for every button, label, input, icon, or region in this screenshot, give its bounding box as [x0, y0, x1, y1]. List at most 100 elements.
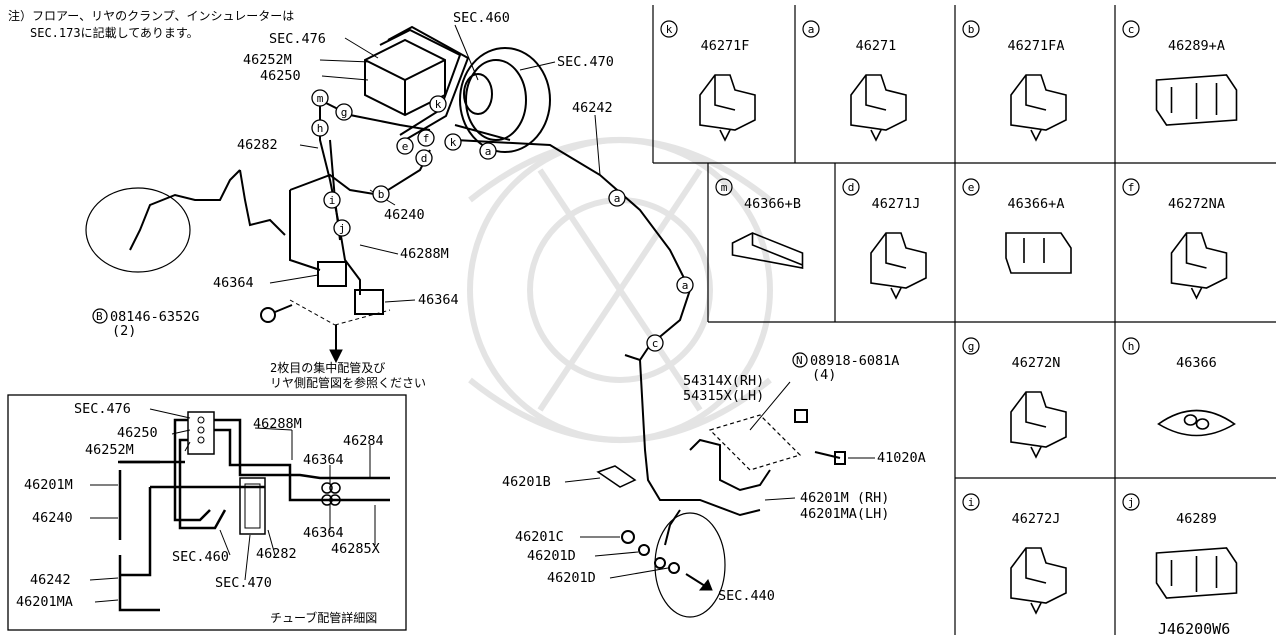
- inset-label-46285x: 46285X: [331, 541, 380, 557]
- part-letter: m: [721, 181, 728, 194]
- callout-d: d: [415, 149, 433, 167]
- arrow-down-icon: [329, 325, 343, 364]
- inset-label-46284: 46284: [343, 433, 384, 449]
- label-46201d-1: 46201D: [527, 548, 576, 564]
- nut-mark-circle: [792, 352, 808, 368]
- callout-letter: e: [402, 140, 409, 153]
- part-sketch: [870, 232, 927, 300]
- part-sketch: [1155, 74, 1238, 126]
- arrow-sec440-icon: [685, 573, 713, 591]
- inset-label-46240: 46240: [32, 510, 73, 526]
- part-letter-circle: [802, 20, 820, 38]
- callout-letter: i: [329, 194, 336, 207]
- callout-b: b: [372, 185, 390, 203]
- part-letter-circle: [962, 178, 980, 196]
- inset-frame: [7, 394, 407, 631]
- part-letter-circle: [1122, 178, 1140, 196]
- label-46240: 46240: [384, 207, 425, 223]
- diagram-id: J46200W6: [1158, 620, 1230, 638]
- part-sketch: [1010, 74, 1067, 142]
- parts-grid-lines: [652, 5, 1276, 635]
- part-number: 46289: [1176, 511, 1217, 527]
- part-number: 46272NA: [1168, 196, 1225, 212]
- label-46201c: 46201C: [515, 529, 564, 545]
- callout-k: k: [429, 95, 447, 113]
- part-number: 46289+A: [1168, 38, 1225, 54]
- label-46242: 46242: [572, 100, 613, 116]
- parts-grid: k46271Fa46271b46271FAc46289+Am46366+Bd46…: [660, 20, 1238, 615]
- inset-leaders: [89, 408, 376, 603]
- inset-label-46250: 46250: [117, 425, 158, 441]
- callout-m: m: [311, 89, 329, 107]
- label-bolt-qty: (2): [112, 323, 136, 339]
- label-nut-qty: (4): [812, 367, 836, 383]
- label-nut-08918: 08918-6081A: [810, 353, 899, 369]
- part-letter: g: [968, 340, 975, 353]
- label-46252m: 46252M: [243, 52, 292, 68]
- inset-label-46201ma: 46201MA: [16, 594, 73, 610]
- part-sketch: [699, 74, 756, 142]
- callout-a: a: [676, 276, 694, 294]
- inset-label-46252m: 46252M: [85, 442, 134, 458]
- callout-c: c: [646, 334, 664, 352]
- callout-letter: j: [339, 222, 346, 235]
- label-46250: 46250: [260, 68, 301, 84]
- note-line-2: SEC.173に記載してあります。: [30, 25, 199, 40]
- callout-letter: a: [485, 145, 492, 158]
- part-letter-circle: [1122, 337, 1140, 355]
- label-46201m: 46201M (RH): [800, 490, 889, 506]
- callout-letter: k: [450, 136, 457, 149]
- part-letter-circle: [842, 178, 860, 196]
- part-letter: k: [666, 23, 673, 36]
- label-46364-a: 46364: [213, 275, 254, 291]
- part-letter-circle: [962, 20, 980, 38]
- callout-letter: b: [378, 188, 385, 201]
- callout-letter: m: [317, 92, 324, 105]
- part-cell-f: f 46272NA: [1122, 178, 1228, 300]
- label-bolt-08146: 08146-6352G: [110, 309, 199, 325]
- inset-label-46242: 46242: [30, 572, 71, 588]
- master-cylinder-reservoir: [463, 73, 493, 115]
- label-sec460: SEC.460: [453, 10, 510, 26]
- part-letter: f: [1128, 181, 1135, 194]
- brake-booster: [459, 47, 551, 153]
- callout-k: k: [444, 133, 462, 151]
- callout-f: f: [417, 129, 435, 147]
- callout-letter: c: [652, 337, 659, 350]
- part-letter: i: [968, 496, 975, 509]
- callout-h: h: [311, 119, 329, 137]
- part-letter-circle: [1122, 493, 1140, 511]
- inset-label-sec470: SEC.470: [215, 575, 272, 591]
- label-sec476: SEC.476: [269, 31, 326, 47]
- part-letter-circle: [715, 178, 733, 196]
- inset-caption: チューブ配管詳細図: [270, 610, 377, 625]
- part-number: 46366+A: [1008, 196, 1065, 212]
- callout-j: j: [333, 219, 351, 237]
- inset-label-46364-a: 46364: [303, 452, 344, 468]
- nut-mark: N: [796, 354, 803, 367]
- part-sketch: [731, 232, 804, 269]
- inset-piping: [118, 411, 390, 612]
- callout-i: i: [323, 191, 341, 209]
- part-letter-circle: [962, 337, 980, 355]
- label-46201ma: 46201MA(LH): [800, 506, 889, 522]
- part-number: 46272J: [1012, 511, 1061, 527]
- part-sketch: [1157, 409, 1236, 437]
- bolt-mark-circle: [92, 308, 108, 324]
- callout-g: g: [335, 103, 353, 121]
- part-sketch: [1170, 232, 1228, 300]
- part-letter-circle: [660, 20, 678, 38]
- callout-letter: d: [421, 152, 428, 165]
- part-number: 46271: [856, 38, 897, 54]
- part-letter-circle: [1122, 20, 1140, 38]
- part-sketch: [850, 74, 907, 142]
- part-sketch: [1005, 232, 1072, 274]
